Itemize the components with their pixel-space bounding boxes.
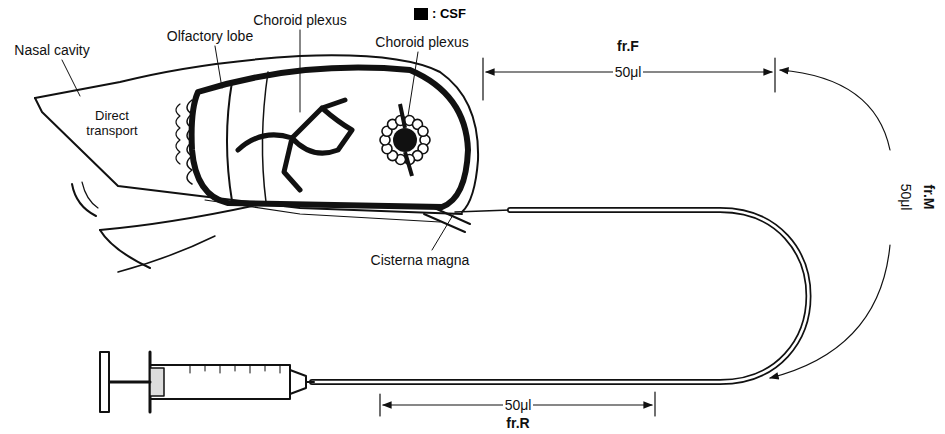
- fraction-label: fr.F: [615, 38, 641, 54]
- part-label: Choroid plexus: [373, 34, 470, 50]
- part-label: Olfactory lobe: [165, 28, 255, 44]
- part-label: Choroid plexus: [251, 12, 348, 28]
- volume-label: 50μl: [613, 64, 644, 80]
- legend-text: : CSF: [432, 6, 466, 21]
- part-label: Nasal cavity: [12, 42, 91, 58]
- fraction-label: fr.R: [504, 415, 531, 431]
- part-label: Direct transport: [77, 109, 147, 139]
- ventricle: [400, 104, 412, 176]
- part-label: Cisterna magna: [369, 252, 472, 268]
- choroid-plexus-fold: [418, 126, 428, 136]
- choroid-plexus-core: [393, 128, 417, 152]
- legend-swatch: [414, 8, 428, 20]
- legend-entry: : CSF: [414, 6, 466, 21]
- fraction-label: fr.M: [921, 183, 937, 212]
- volume-label: 50μl: [503, 397, 534, 413]
- volume-label: 50μl: [898, 182, 914, 213]
